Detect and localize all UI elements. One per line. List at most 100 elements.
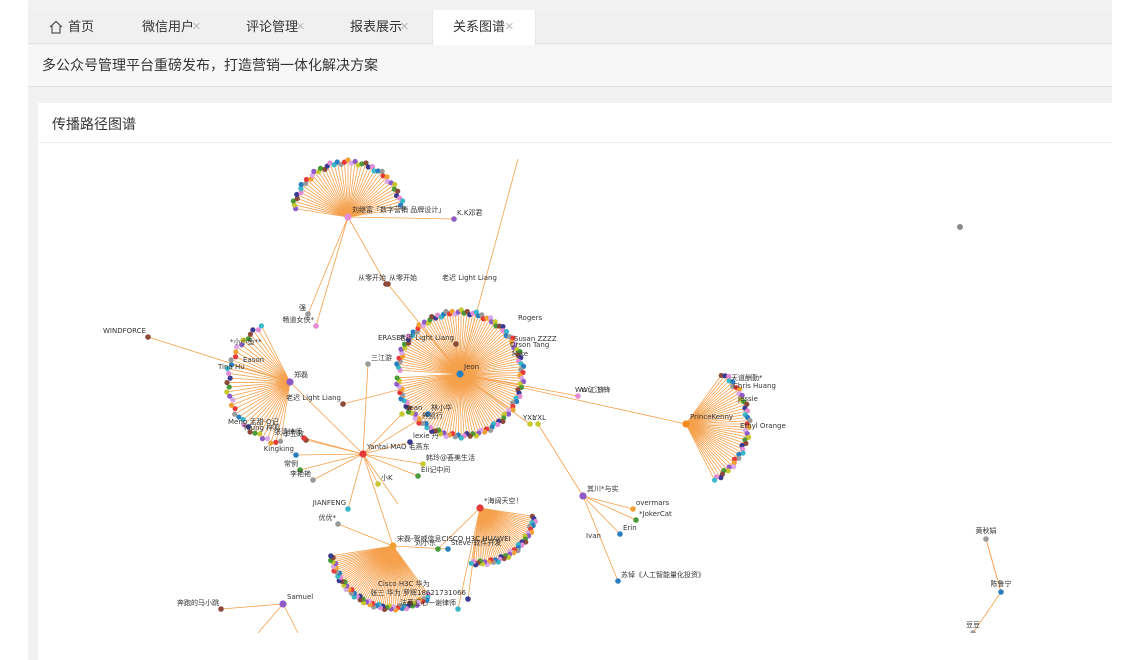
- graph-node[interactable]: [415, 473, 421, 479]
- graph-node[interactable]: [375, 481, 381, 487]
- graph-node[interactable]: [327, 160, 333, 166]
- graph-node[interactable]: [398, 396, 404, 402]
- graph-node[interactable]: [365, 361, 371, 367]
- graph-node[interactable]: [363, 160, 369, 166]
- graph-node[interactable]: [291, 202, 297, 208]
- graph-node[interactable]: [575, 393, 581, 399]
- graph-node[interactable]: [252, 430, 258, 436]
- graph-node[interactable]: [712, 477, 718, 483]
- graph-node[interactable]: [746, 434, 752, 440]
- graph-node[interactable]: [400, 198, 406, 204]
- graph-node[interactable]: [503, 328, 510, 335]
- graph-node[interactable]: [383, 281, 389, 287]
- graph-node[interactable]: [328, 553, 334, 559]
- graph-node[interactable]: [736, 451, 742, 458]
- graph-node[interactable]: [523, 539, 529, 545]
- graph-node[interactable]: [228, 357, 234, 363]
- graph-node[interactable]: [743, 440, 749, 447]
- graph-node[interactable]: [736, 455, 742, 461]
- graph-node[interactable]: [425, 411, 431, 417]
- graph-node[interactable]: [226, 384, 232, 390]
- graph-node[interactable]: [739, 392, 745, 398]
- graph-node[interactable]: [500, 323, 506, 330]
- graph-node[interactable]: [380, 173, 386, 179]
- graph-node[interactable]: [492, 319, 498, 325]
- graph-node[interactable]: [228, 362, 235, 368]
- tab-wechat-users[interactable]: 微信用户 ×: [122, 10, 226, 44]
- tab-reports[interactable]: 报表展示 ×: [330, 10, 434, 44]
- graph-node[interactable]: [359, 161, 365, 167]
- graph-node[interactable]: [345, 157, 351, 163]
- graph-node[interactable]: [398, 346, 404, 352]
- graph-node[interactable]: [429, 313, 435, 320]
- graph-node[interactable]: [510, 335, 516, 341]
- graph-node[interactable]: [335, 521, 341, 527]
- graph-node[interactable]: [726, 373, 732, 380]
- graph-node[interactable]: [379, 168, 385, 174]
- graph-node[interactable]: [232, 406, 238, 412]
- graph-node[interactable]: [512, 341, 518, 347]
- graph-node[interactable]: [230, 397, 236, 403]
- graph-node[interactable]: [240, 337, 246, 343]
- graph-node[interactable]: [395, 188, 401, 194]
- graph-node[interactable]: [617, 531, 623, 537]
- graph-node[interactable]: [403, 403, 409, 409]
- graph-node[interactable]: [236, 414, 242, 420]
- graph-node[interactable]: [514, 398, 520, 405]
- graph-node[interactable]: [615, 578, 621, 584]
- graph-node[interactable]: [232, 411, 238, 417]
- graph-node[interactable]: [313, 323, 319, 329]
- graph-node[interactable]: [303, 180, 309, 187]
- graph-node[interactable]: [357, 597, 363, 603]
- graph-node[interactable]: [416, 322, 422, 328]
- graph-node[interactable]: [983, 536, 989, 542]
- graph-node[interactable]: [487, 315, 494, 321]
- graph-node[interactable]: [435, 546, 441, 552]
- graph-node[interactable]: [517, 393, 523, 400]
- graph-node[interactable]: [998, 589, 1004, 595]
- tab-comments[interactable]: 评论管理 ×: [226, 10, 330, 44]
- graph-node[interactable]: [970, 630, 976, 633]
- graph-node[interactable]: [375, 168, 381, 174]
- graph-node[interactable]: [250, 327, 256, 333]
- graph-node[interactable]: [334, 159, 340, 165]
- graph-hub[interactable]: [456, 370, 464, 378]
- graph-node[interactable]: [468, 560, 474, 566]
- close-icon[interactable]: ×: [400, 18, 409, 35]
- close-icon[interactable]: ×: [505, 18, 514, 35]
- graph-node[interactable]: [453, 341, 459, 347]
- graph-node[interactable]: [445, 546, 451, 552]
- graph-node[interactable]: [311, 168, 317, 174]
- graph-hub[interactable]: [682, 420, 690, 428]
- graph-node[interactable]: [268, 440, 274, 446]
- graph-node[interactable]: [298, 181, 304, 188]
- graph-node[interactable]: [310, 477, 316, 483]
- graph-node[interactable]: [241, 422, 247, 428]
- graph-node[interactable]: [365, 164, 371, 170]
- graph-node[interactable]: [218, 606, 224, 612]
- graph-node[interactable]: [317, 165, 324, 171]
- graph-hub[interactable]: [344, 213, 352, 221]
- graph-node[interactable]: [630, 506, 636, 512]
- graph-node[interactable]: [227, 375, 233, 381]
- graph-node[interactable]: [401, 341, 408, 347]
- graph-node[interactable]: [405, 333, 412, 339]
- graph-node[interactable]: [510, 403, 516, 409]
- graph-node[interactable]: [740, 446, 746, 452]
- graph-node[interactable]: [301, 435, 307, 441]
- graph-node[interactable]: [239, 342, 245, 348]
- graph-node[interactable]: [258, 323, 264, 329]
- tab-relation-graph[interactable]: 关系图谱 ×: [432, 10, 536, 45]
- graph-node[interactable]: [451, 216, 457, 222]
- graph-hub[interactable]: [476, 504, 484, 512]
- graph-node[interactable]: [293, 452, 299, 458]
- graph-node[interactable]: [224, 365, 231, 372]
- graph-node[interactable]: [303, 176, 310, 183]
- graph-node[interactable]: [731, 456, 738, 462]
- graph-node[interactable]: [245, 424, 252, 430]
- graph-node[interactable]: [744, 401, 750, 407]
- graph-node[interactable]: [232, 354, 239, 360]
- graph-node[interactable]: [225, 370, 232, 377]
- graph-hub[interactable]: [389, 542, 397, 550]
